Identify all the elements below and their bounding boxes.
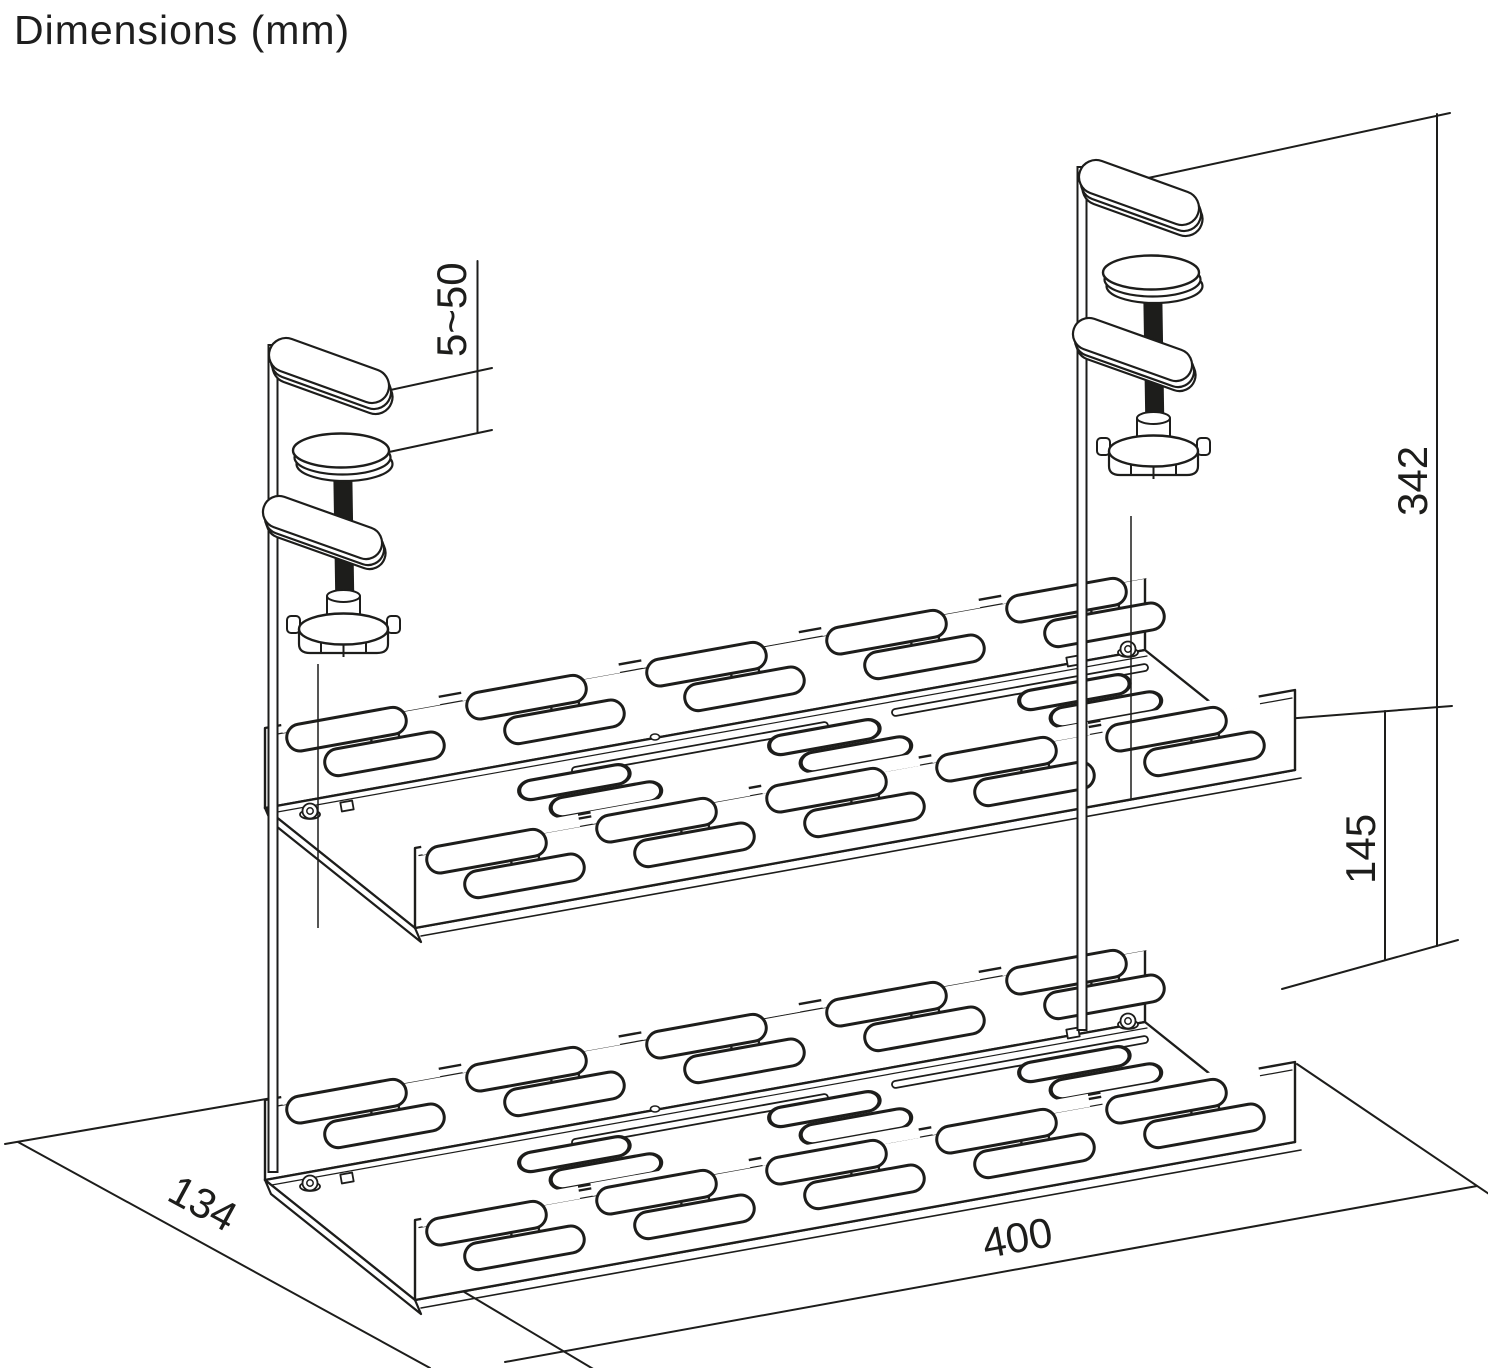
left-clamp [261, 336, 402, 659]
dim-label-length: 400 [979, 1208, 1056, 1267]
lower-tray [265, 935, 1301, 1314]
right-clamp [1071, 158, 1212, 481]
left-clamp-post [267, 344, 279, 1173]
dim-label-spacing: 145 [1337, 814, 1384, 884]
dim-label-height: 342 [1389, 446, 1436, 516]
extension-line [380, 367, 493, 393]
dim-line-length [504, 1185, 1478, 1363]
extension-line [1147, 112, 1451, 179]
extension-line [4, 1097, 273, 1145]
dim-label-depth: 134 [161, 1166, 245, 1241]
dim-line-depth [17, 1141, 431, 1368]
extension-line [1271, 705, 1453, 721]
extension-line [1296, 1063, 1488, 1195]
dimension-annotations [4, 112, 1488, 1368]
right-clamp-post [1076, 166, 1088, 1031]
dim-label-clamp-range: 5~50 [428, 262, 475, 357]
extension-line [388, 429, 493, 453]
extension-line [1281, 939, 1459, 990]
upper-tray [265, 563, 1301, 942]
page-title: Dimensions (mm) [14, 7, 350, 53]
